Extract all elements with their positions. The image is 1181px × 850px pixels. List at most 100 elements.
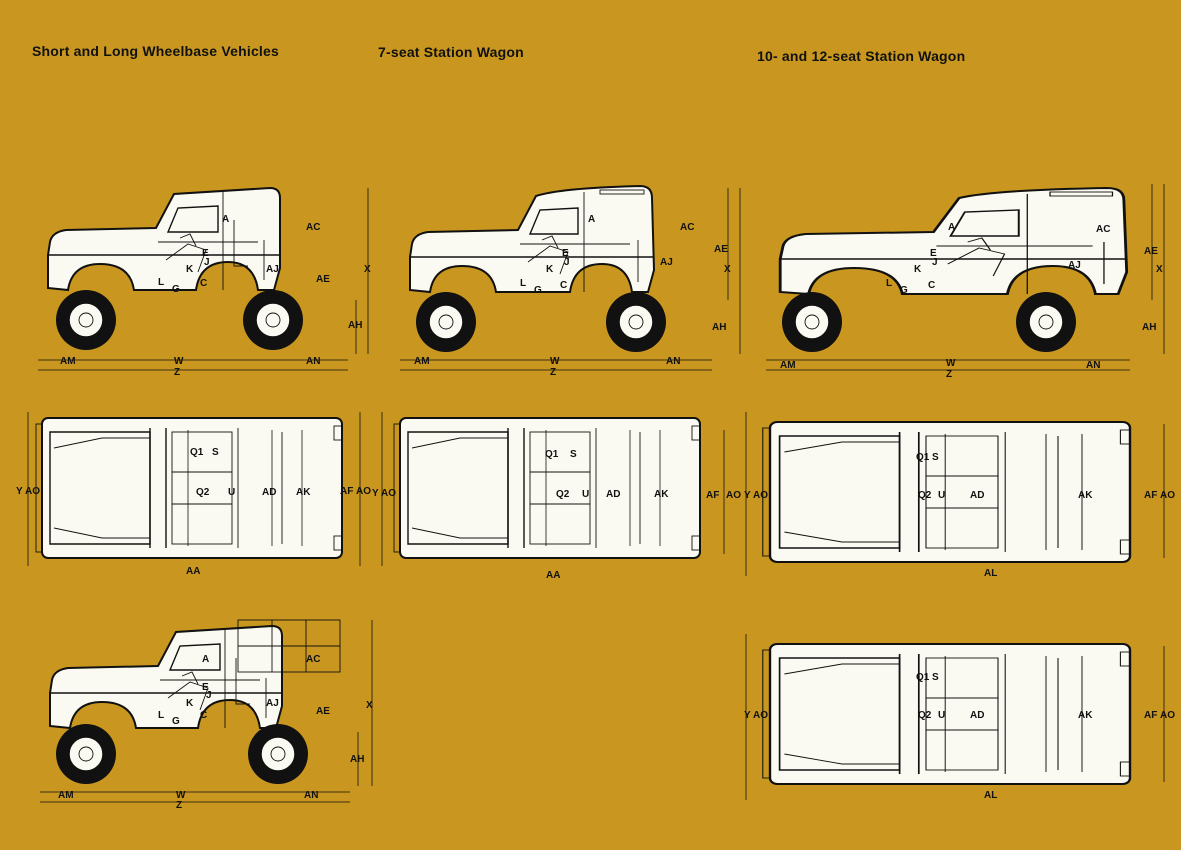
dim-label-q2: Q2 [918,710,932,721]
dim-label-q2: Q2 [196,487,210,498]
dim-label-ak: AK [296,487,311,498]
dim-label-s: S [932,672,939,683]
dim-label-ad: AD [606,489,620,500]
dim-label-am: AM [58,790,74,801]
dim-label-c: C [200,278,207,289]
plan-view-7-seat-station-wagon: Y AO AF AO Q1 S Q2 U AD AK AA [372,412,741,581]
dim-label-k: K [546,264,554,275]
dim-label-ah: AH [348,320,362,331]
dim-label-u: U [938,710,945,721]
dim-label-w: W [174,356,184,367]
dim-label-g: G [534,285,542,296]
dim-label-ah: AH [350,754,364,765]
dim-label-ae: AE [714,244,728,255]
plan-view-10-12-seat-station-wagon: Y AO AF AO Q1 S Q2 U AD AK AL [744,412,1175,579]
dim-label-c: C [928,280,935,291]
dim-label-a: A [588,214,595,225]
dim-label-aj: AJ [266,264,279,275]
dim-label-l: L [158,277,164,288]
dim-label-ao: AO [753,710,768,721]
dim-label-l: L [886,278,892,289]
plan-view-short-long-wheelbase: Y AO AF AO Q1 S Q2 U AD AK AA [16,412,371,577]
dim-label-g: G [900,285,908,296]
dim-label-x: X [1156,264,1163,275]
dim-label-ah: AH [712,322,726,333]
dim-label-al: AL [984,790,997,801]
heading-short-long-wheelbase: Short and Long Wheelbase Vehicles [32,43,279,59]
heading-10-12-seat-station-wagon: 10- and 12-seat Station Wagon [757,48,966,64]
dim-label-q1: Q1 [190,447,204,458]
dim-label-ad: AD [970,710,984,721]
dim-label-e: E [202,248,209,259]
dim-label-z: Z [946,369,952,380]
dim-label-g: G [172,284,180,295]
dim-label-am: AM [780,360,796,371]
dim-label-ao: AO [726,490,741,501]
dim-label-g: G [172,716,180,727]
dim-label-ao: AO [1160,490,1175,501]
dim-label-s: S [212,447,219,458]
dim-label-l: L [520,278,526,289]
dim-label-w: W [946,358,956,369]
dim-label-an: AN [666,356,680,367]
dim-label-ak: AK [1078,710,1093,721]
dim-label-ah: AH [1142,322,1156,333]
dim-label-af: AF [706,490,719,501]
dim-label-ad: AD [970,490,984,501]
dim-label-q1: Q1 [545,449,559,460]
dim-label-c: C [200,710,207,721]
dim-label-a: A [222,214,229,225]
dim-label-an: AN [304,790,318,801]
dim-label-af: AF [340,486,353,497]
dim-label-aj: AJ [266,698,279,709]
dim-label-am: AM [414,356,430,367]
dim-label-l: L [158,710,164,721]
dim-label-ad: AD [262,487,276,498]
dim-label-ac: AC [1096,224,1110,235]
dim-label-k: K [186,264,194,275]
dim-label-ak: AK [654,489,669,500]
dim-label-aj: AJ [660,257,673,268]
dim-label-al: AL [984,568,997,579]
dim-label-a: A [202,654,209,665]
dim-label-am: AM [60,356,76,367]
dim-label-aj: AJ [1068,260,1081,271]
dim-label-j: J [204,257,210,268]
dim-label-ao: AO [753,490,768,501]
dim-label-u: U [228,487,235,498]
dim-label-z: Z [176,800,182,811]
dim-label-ae: AE [1144,246,1158,257]
dim-label-ae: AE [316,274,330,285]
dim-label-z: Z [550,367,556,378]
dim-label-ao: AO [381,488,396,499]
dim-label-k: K [186,698,194,709]
dim-label-s: S [570,449,577,460]
side-view-pickup-with-hood-frame: AM W Z AN X AH AC AE AJ A E J K L G C [40,619,373,811]
dim-label-ao: AO [1160,710,1175,721]
dim-label-w: W [550,356,560,367]
dim-label-j: J [206,690,212,701]
dim-label-ac: AC [306,654,320,665]
dim-label-aa: AA [186,566,200,577]
dim-label-aa: AA [546,570,560,581]
side-view-7-seat-station-wagon: AM W Z AN X AE AH AC AJ A E J K L G C [400,185,741,378]
dim-label-q1: Q1 [916,672,930,683]
dim-label-af: AF [1144,490,1157,501]
dim-label-q1: Q1 [916,452,930,463]
dim-label-e: E [562,248,569,259]
dim-label-an: AN [1086,360,1100,371]
dim-label-q2: Q2 [918,490,932,501]
dim-label-ae: AE [316,706,330,717]
dim-label-j: J [932,257,938,268]
dim-label-ao: AO [356,486,371,497]
dim-label-af: AF [1144,710,1157,721]
dim-label-s: S [932,452,939,463]
dim-label-w: W [176,790,186,801]
dim-label-j: J [564,257,570,268]
dim-label-ac: AC [306,222,320,233]
dim-label-z: Z [174,367,180,378]
heading-7-seat-station-wagon: 7-seat Station Wagon [378,44,524,60]
dim-label-a: A [948,222,955,233]
dim-label-q2: Q2 [556,489,570,500]
